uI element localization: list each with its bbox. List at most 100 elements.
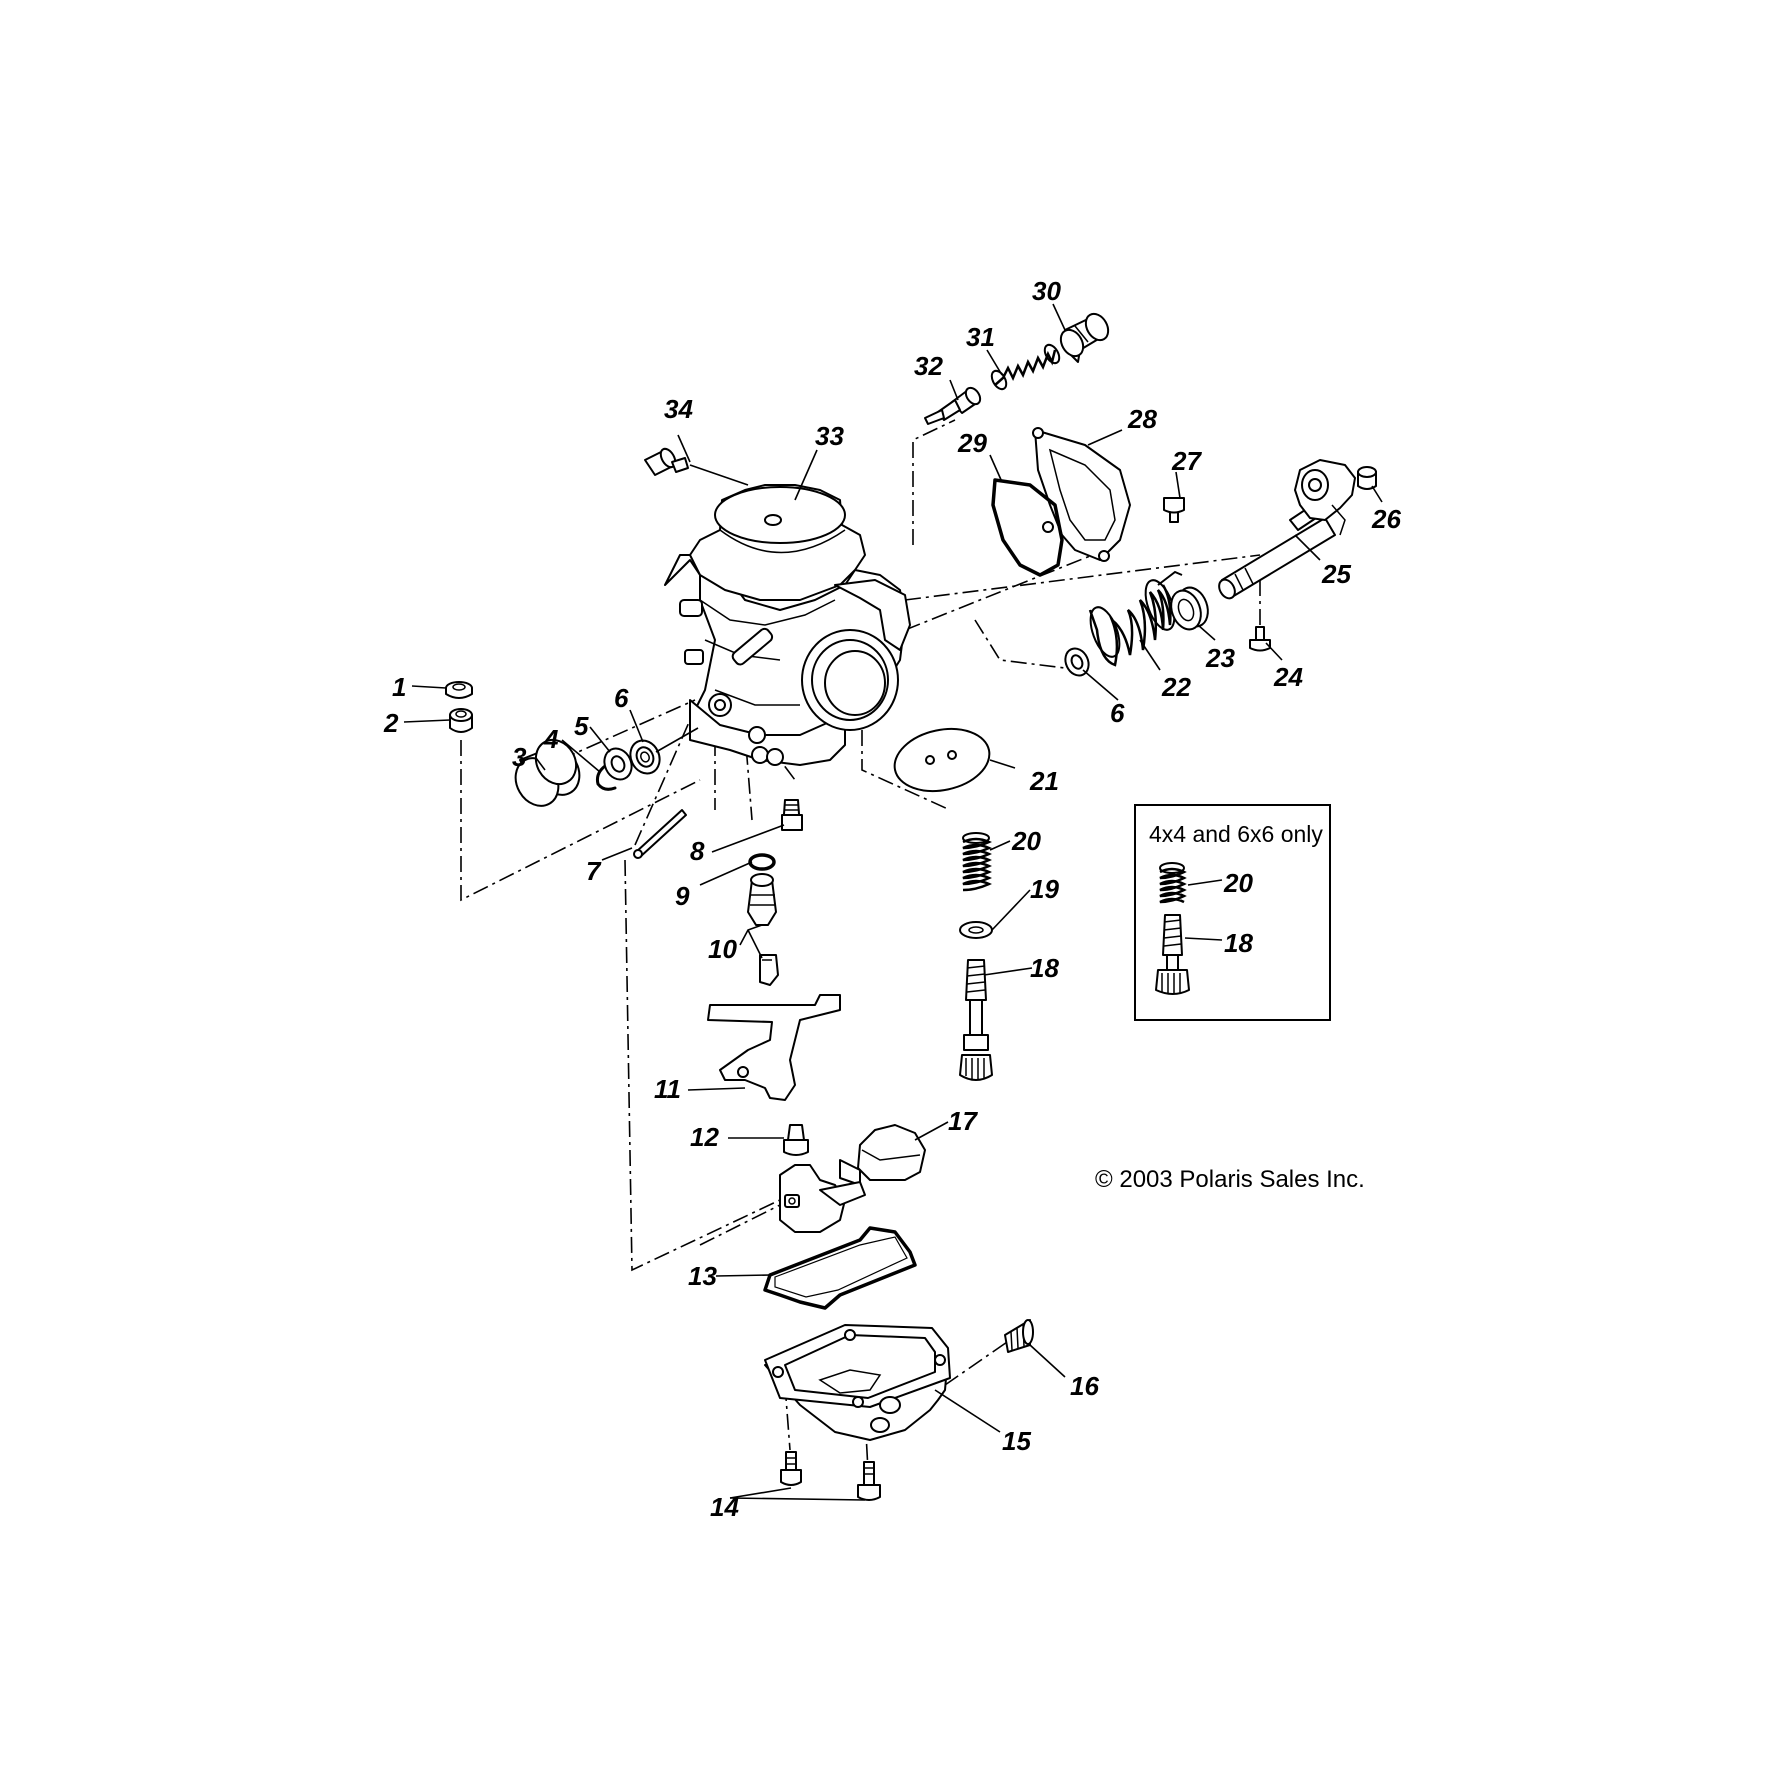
carb-throttle-housing [834, 579, 911, 651]
part-16-drain-screw [1004, 1319, 1034, 1353]
assembly-line-16 [944, 1339, 1011, 1386]
carb-body-rib-1 [699, 599, 836, 626]
carb-body-rib-3 [714, 689, 800, 706]
label-part-6-right: 6 [1110, 698, 1125, 728]
assembly-line-3 [559, 699, 696, 761]
assembly-lines [460, 419, 1261, 1471]
leader-lines [403, 303, 1383, 1501]
assembly-line-32 [912, 419, 956, 545]
part-29-gasket [991, 478, 1064, 577]
carb-cover-cap [764, 514, 782, 526]
part-15-float-bowl [764, 1324, 951, 1441]
label-part-26: 26 [1371, 504, 1401, 534]
assembly-line-13 [624, 859, 781, 1272]
part-12-screw [783, 1124, 809, 1156]
part-4-circlip [596, 762, 617, 791]
part-10-needle-valve [747, 873, 779, 986]
part-31-spring [990, 343, 1061, 391]
label-part-28: 28 [1127, 404, 1157, 434]
label-part-16: 16 [1070, 1371, 1099, 1401]
part-6-seal-right [1064, 647, 1090, 677]
inset-screw-18 [1155, 914, 1190, 995]
assembly-line-7 [634, 719, 691, 846]
inset-leader-18 [1184, 937, 1223, 941]
label-part-23: 23 [1205, 643, 1235, 673]
inset-title: 4x4 and 6x6 only [1149, 821, 1323, 847]
part-23-bushing [1170, 586, 1209, 631]
label-part-5: 5 [574, 711, 589, 741]
label-part-17: 17 [948, 1106, 978, 1136]
inset-leader-20 [1187, 879, 1223, 886]
label-part-32: 32 [914, 351, 943, 381]
part-6-seal [629, 739, 661, 775]
inset-label-18: 18 [1224, 928, 1253, 958]
part-labels: 1 2 3 4 5 6 6 7 8 9 10 11 12 13 14 15 16… [383, 276, 1401, 1522]
part-7-pin [633, 809, 687, 859]
label-part-14: 14 [710, 1492, 739, 1522]
part-9-oring [748, 853, 776, 871]
part-27-screw [1163, 497, 1185, 523]
label-part-1: 1 [392, 672, 406, 702]
label-part-2: 2 [383, 708, 399, 738]
label-part-9: 9 [675, 881, 690, 911]
carb-cover-rim [719, 529, 846, 554]
part-30-cap [1059, 312, 1110, 363]
label-part-7: 7 [586, 856, 602, 886]
label-part-21: 21 [1029, 766, 1059, 796]
label-part-20: 20 [1011, 826, 1041, 856]
part-11-bracket-hole [737, 1066, 749, 1078]
carb-bottom-nut-1 [751, 746, 769, 764]
label-part-34: 34 [664, 394, 693, 424]
carb-bottom-nut-2 [766, 748, 784, 766]
part-1-cap [445, 681, 473, 699]
inset-spring-20 [1159, 862, 1187, 904]
label-part-24: 24 [1273, 662, 1303, 692]
label-part-8: 8 [690, 836, 705, 866]
label-part-15: 15 [1002, 1426, 1031, 1456]
part-2-plug [449, 708, 473, 733]
assembly-line-17 [699, 1199, 791, 1246]
part-28-cover [1032, 427, 1131, 562]
part-11-bracket [707, 994, 841, 1101]
label-part-27: 27 [1171, 446, 1202, 476]
label-part-12: 12 [690, 1122, 719, 1152]
part-3-cap [514, 738, 581, 807]
assembly-line-axis [904, 554, 1261, 601]
assembly-line-28 [904, 549, 1106, 631]
label-part-19: 19 [1030, 874, 1059, 904]
carb-outlet-inner [824, 650, 886, 716]
part-13-gasket [763, 1226, 917, 1310]
part-21-throttle-plate [893, 728, 991, 792]
part-8-jet [781, 799, 803, 831]
label-part-25: 25 [1321, 559, 1351, 589]
part-24-screw [1249, 626, 1271, 652]
inset-frame [1134, 804, 1331, 1021]
part-22-return-spring [1088, 570, 1183, 667]
carb-lower-boss [748, 726, 766, 744]
inset-4x4-6x6: 4x4 and 6x6 only 20 18 [1134, 804, 1331, 1021]
label-part-18: 18 [1030, 953, 1059, 983]
label-part-13: 13 [688, 1261, 717, 1291]
label-part-11: 11 [654, 1074, 681, 1104]
part-20-spring [962, 832, 992, 892]
label-part-29: 29 [957, 428, 987, 458]
carb-side-boss [684, 649, 704, 665]
assembly-line-1-2 [460, 740, 701, 902]
part-14-screws [780, 1451, 881, 1501]
carb-linkage-arm [731, 627, 774, 666]
label-part-30: 30 [1032, 276, 1061, 306]
assembly-line-21 [861, 730, 951, 811]
inset-label-20: 20 [1223, 868, 1253, 898]
carburetor-body [664, 484, 911, 766]
label-part-22: 22 [1161, 672, 1191, 702]
label-part-31: 31 [966, 322, 995, 352]
label-part-10: 10 [708, 934, 737, 964]
label-part-4: 4 [543, 724, 559, 754]
part-18-stop-screw [959, 959, 993, 1081]
part-19-washer [959, 921, 993, 939]
assembly-line-6r [974, 619, 1066, 669]
part-17-float [779, 1124, 926, 1233]
assembly-line-11 [743, 719, 753, 821]
label-part-3: 3 [512, 742, 527, 772]
